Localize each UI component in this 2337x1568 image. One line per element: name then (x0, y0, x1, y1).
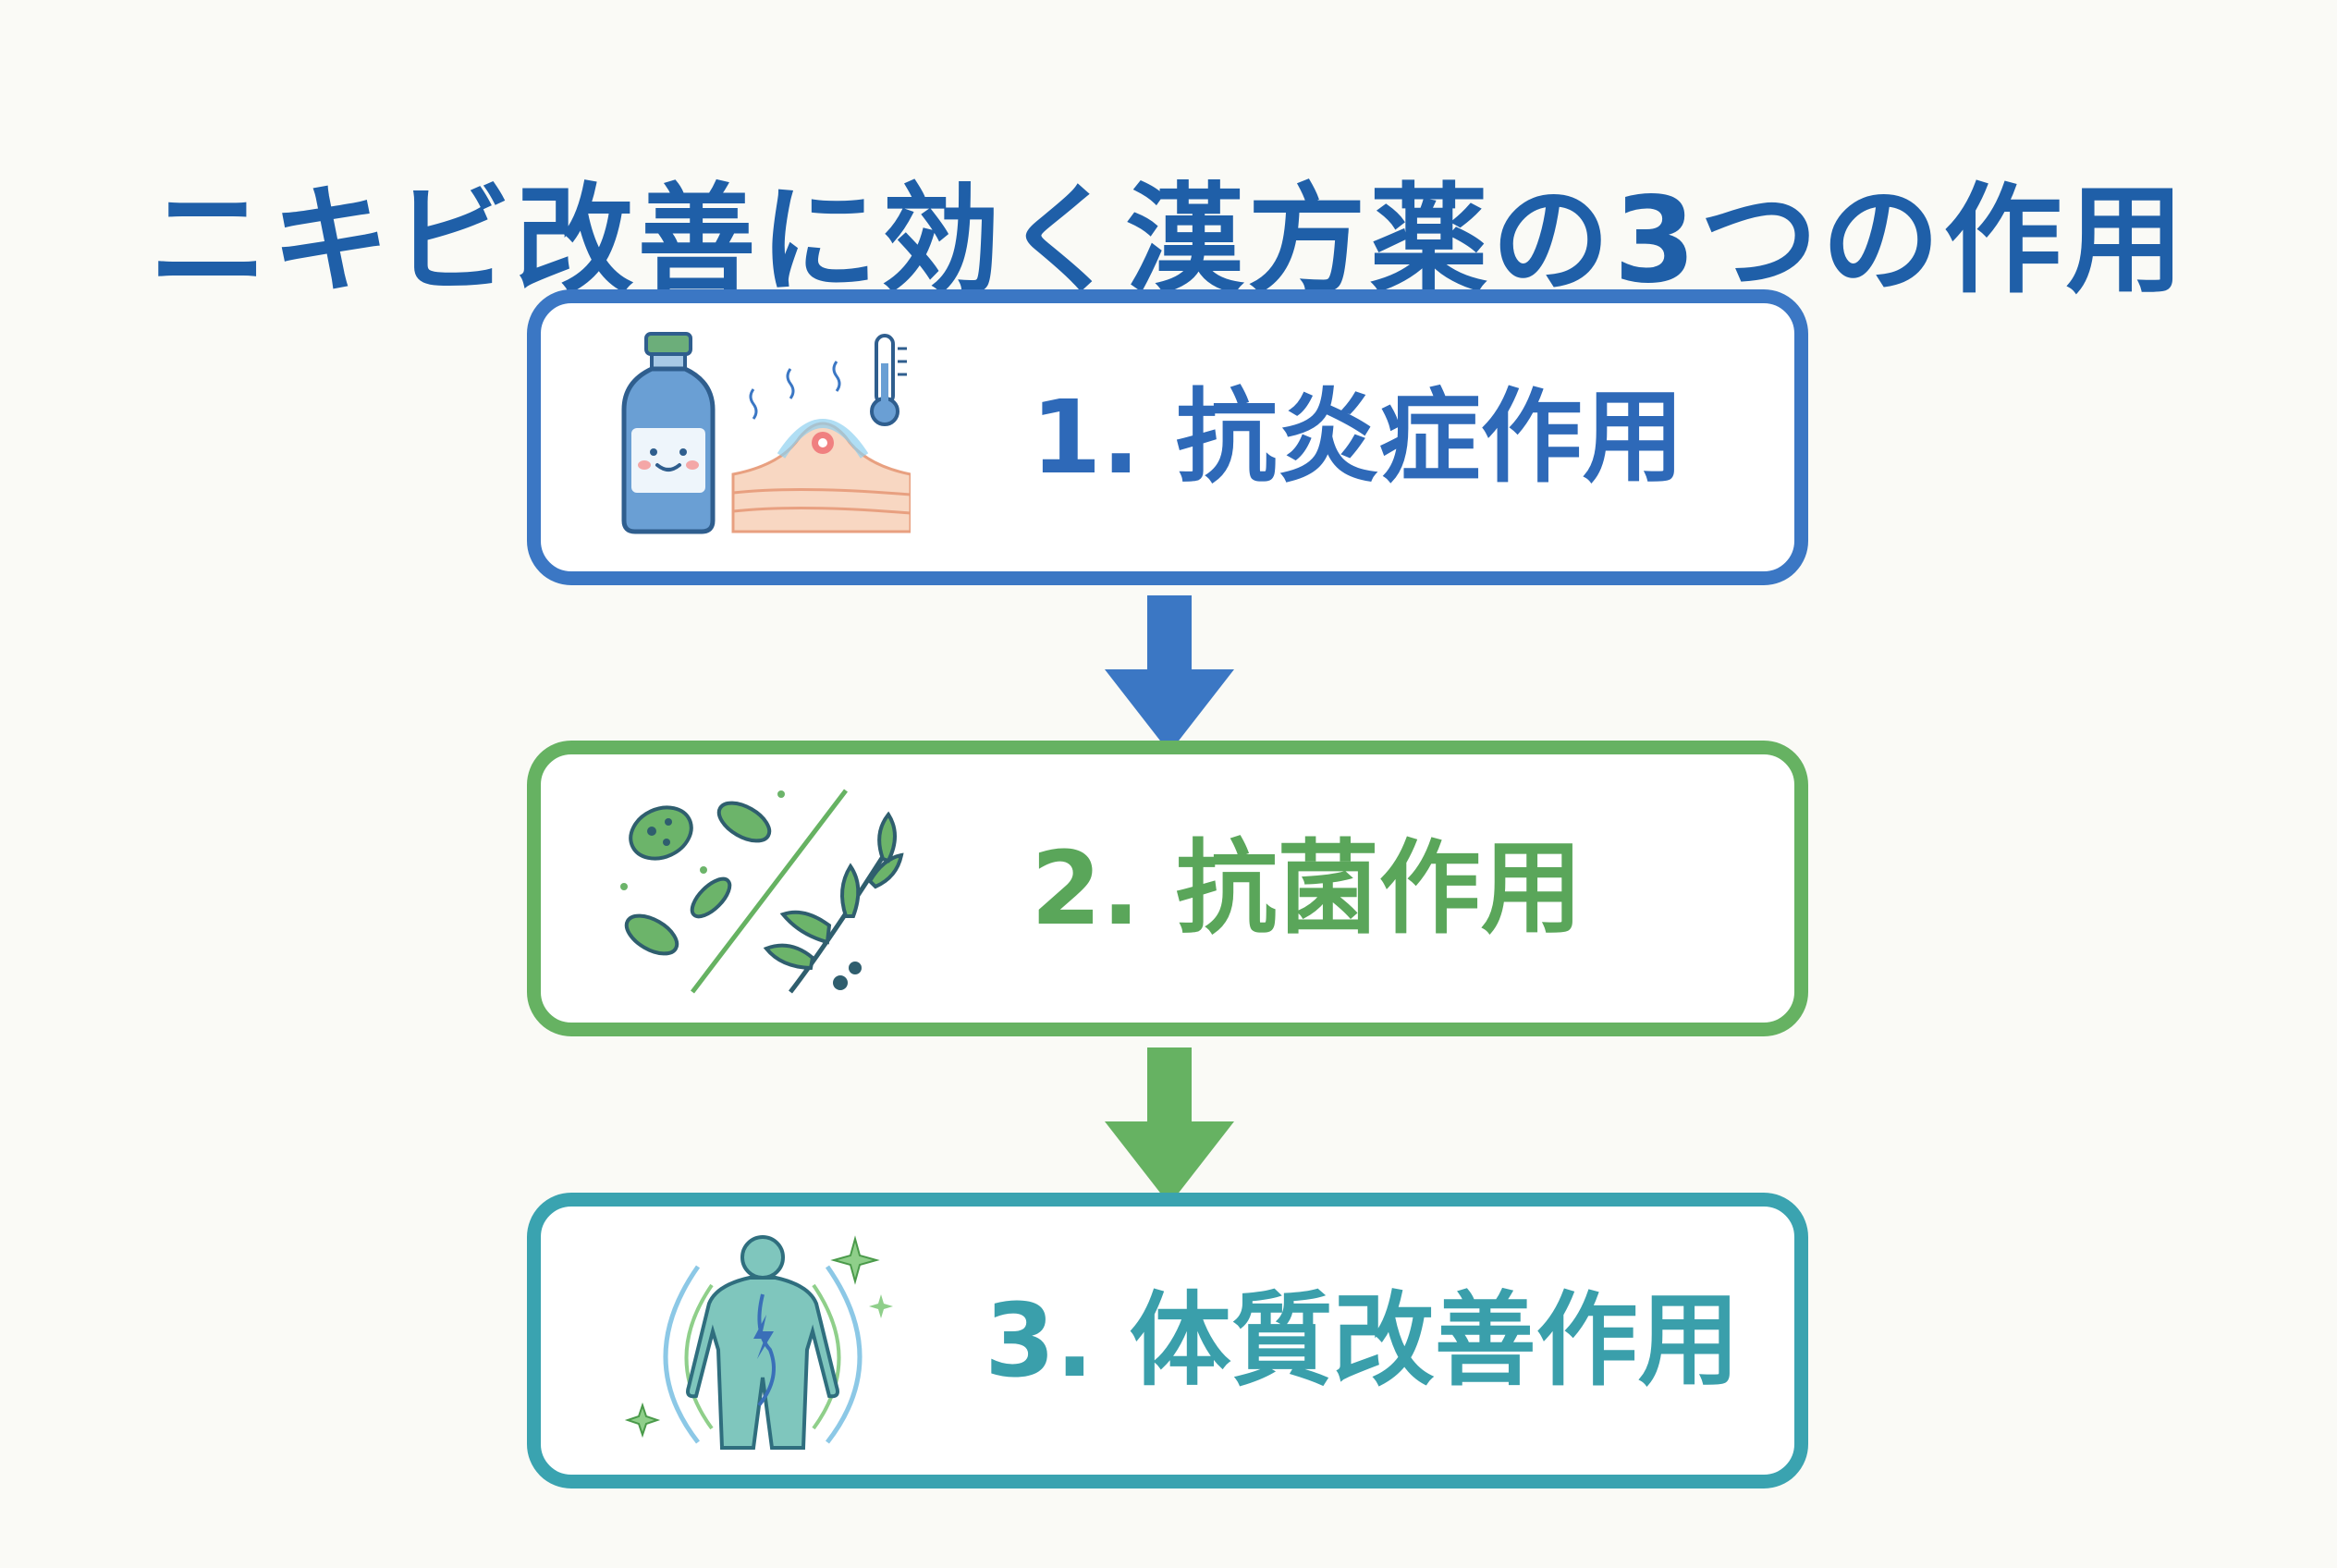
step-label: 2. 抗菌作用 (1031, 829, 1583, 948)
arrow-down-icon (1105, 595, 1234, 753)
arrow-down-icon (1105, 1047, 1234, 1205)
human-body-icon (624, 1235, 893, 1450)
bacteria-and-herb-icon (620, 789, 904, 994)
medicine-bottle-and-inflamed-skin-icon (621, 332, 911, 534)
step-card-anti-inflammatory: 1. 抗炎症作用 (527, 289, 1808, 585)
step-card-constitution-improvement: 3. 体質改善作用 (527, 1193, 1808, 1488)
step-card-antibacterial: 2. 抗菌作用 (527, 741, 1808, 1036)
step-label: 3. 体質改善作用 (985, 1281, 1740, 1400)
step-label: 1. 抗炎症作用 (1031, 378, 1684, 496)
page-title: ニキビ改善に効く漢方薬の3つの作用 (149, 171, 2188, 310)
